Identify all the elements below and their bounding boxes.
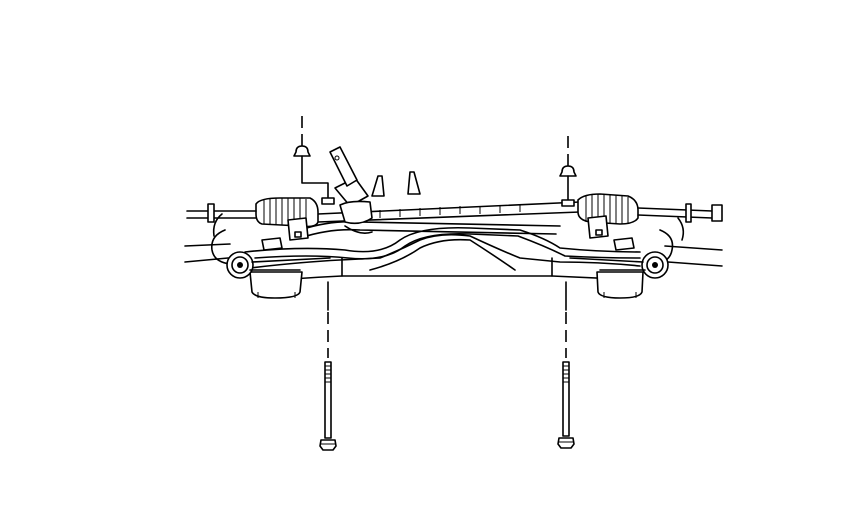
left-mount-cushion <box>249 271 303 299</box>
left-tie-rod <box>186 203 257 237</box>
left-bushing <box>226 251 331 279</box>
steering-gear <box>299 146 581 239</box>
right-bushing <box>569 251 669 279</box>
right-lower-bolt <box>557 281 575 449</box>
right-clamp <box>587 215 635 251</box>
right-tie-rod <box>637 203 723 241</box>
left-clamp <box>261 217 309 251</box>
left-boot <box>255 197 319 228</box>
right-upper-nut <box>559 136 577 207</box>
right-mount-cushion <box>596 271 644 299</box>
left-lower-bolt <box>319 281 337 451</box>
pinion-shaft <box>329 146 358 187</box>
right-boot <box>577 193 639 225</box>
left-upper-nut <box>293 116 335 205</box>
